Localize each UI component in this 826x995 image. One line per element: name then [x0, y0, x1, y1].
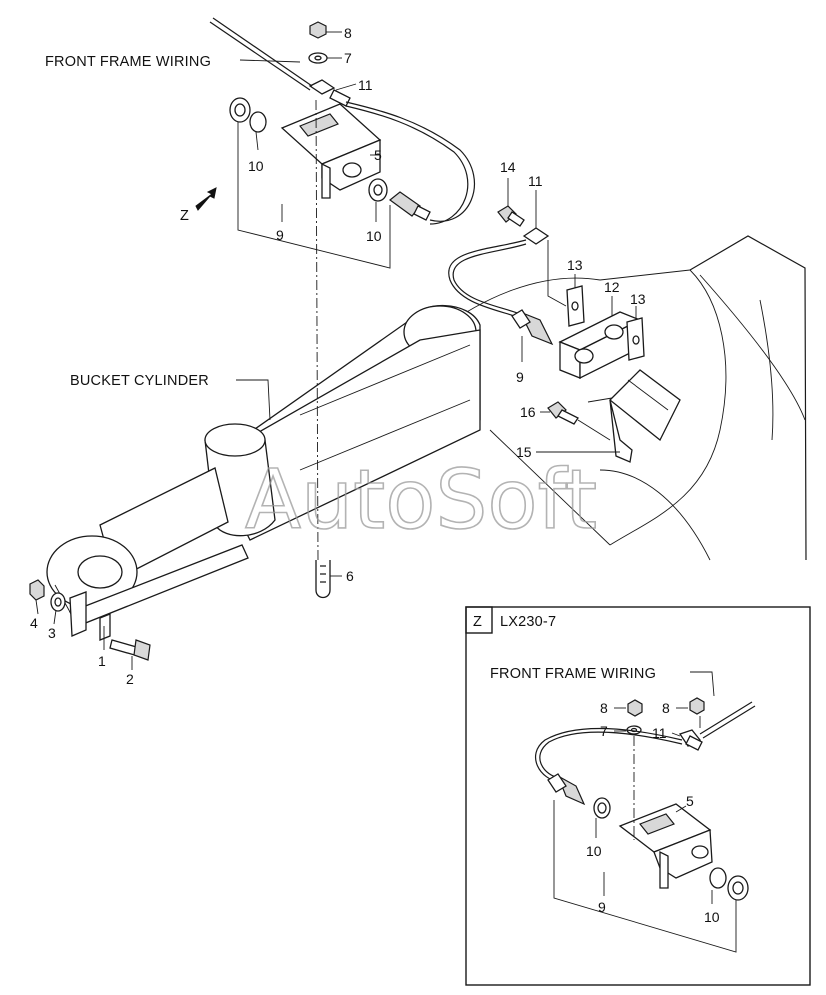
- callout-8: 8: [344, 25, 352, 41]
- washers-10-top: [229, 97, 388, 202]
- inset-callout-11: 11: [652, 725, 667, 741]
- plate-13-right: [626, 317, 645, 361]
- bolt-14: [497, 205, 525, 227]
- callout-1: 1: [98, 653, 106, 669]
- callout-13: 13: [567, 257, 583, 273]
- callout-5: 5: [374, 147, 382, 163]
- inset-view-z: Z LX230-7 FRONT FRAME WIRING: [465, 606, 811, 986]
- bucket-cylinder: [46, 304, 481, 613]
- callout-11: 11: [358, 77, 373, 93]
- callout-6: 6: [346, 568, 354, 584]
- strap-bracket: [69, 544, 249, 641]
- callout-16: 16: [520, 404, 536, 420]
- callout-2: 2: [126, 671, 134, 687]
- inset-callout-7: 7: [600, 723, 608, 739]
- leader-lines: [35, 31, 637, 670]
- callout-15: 15: [516, 444, 532, 460]
- callout-10: 10: [366, 228, 382, 244]
- view-z-arrow: [195, 187, 217, 211]
- inset-letter-box: [465, 606, 493, 634]
- callout-4: 4: [30, 615, 38, 631]
- washer-7-top: [308, 52, 328, 64]
- callout-13: 13: [630, 291, 646, 307]
- callout-3: 3: [48, 625, 56, 641]
- centerline-6: [315, 99, 331, 599]
- sensor-9-mid: [511, 309, 554, 346]
- callout-9: 9: [516, 369, 524, 385]
- callout-12: 12: [604, 279, 620, 295]
- bolt-16: [547, 401, 579, 425]
- block-12: [558, 311, 642, 380]
- label-bucket-cylinder: BUCKET CYLINDER: [70, 373, 209, 389]
- bracket-15: [609, 369, 681, 463]
- connector-11-mid: [522, 227, 550, 245]
- guide-lines: [237, 122, 613, 441]
- nut-4: [29, 579, 45, 601]
- inset-callout-8: 8: [600, 700, 608, 716]
- inset-letter: Z: [473, 614, 482, 630]
- callouts-main: 8 7 11 5 10 10 9 14 11 13 12 13 9 16 15 …: [30, 25, 646, 687]
- inset-model: LX230-7: [500, 614, 556, 630]
- front-frame-wiring-lead: [209, 17, 313, 91]
- inset-callout-8: 8: [662, 700, 670, 716]
- sensor-cable-mid: [448, 239, 527, 319]
- nut-8-top: [309, 21, 327, 39]
- connector-11-top: [308, 79, 351, 107]
- washer-3: [50, 592, 66, 612]
- inset-callout-10: 10: [704, 909, 720, 925]
- bracket-5-top: [280, 103, 382, 199]
- label-front-frame-wiring: FRONT FRAME WIRING: [45, 54, 211, 70]
- sensor-cable-top: [345, 101, 476, 225]
- inset-callout-10: 10: [586, 843, 602, 859]
- callout-10: 10: [248, 158, 264, 174]
- sensor-9-top: [389, 191, 431, 221]
- inset-label-front-frame-wiring: FRONT FRAME WIRING: [490, 666, 656, 682]
- plate-13-left: [566, 285, 585, 327]
- callout-9: 9: [276, 227, 284, 243]
- callout-7: 7: [344, 50, 352, 66]
- label-view-z: Z: [180, 208, 189, 224]
- inset-callout-5: 5: [686, 793, 694, 809]
- callout-11: 11: [528, 173, 543, 189]
- inset-frame: [465, 606, 811, 986]
- bolt-2: [109, 639, 151, 661]
- watermark: AutoSoft: [245, 453, 597, 548]
- inset-callout-9: 9: [598, 899, 606, 915]
- callout-14: 14: [500, 159, 516, 175]
